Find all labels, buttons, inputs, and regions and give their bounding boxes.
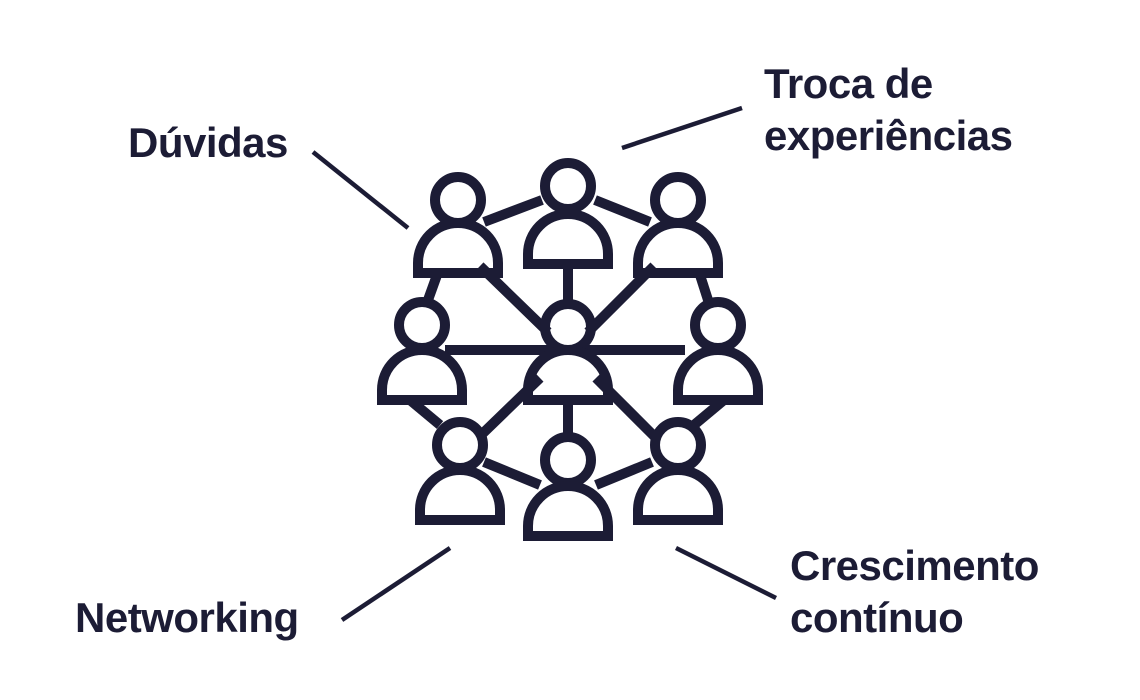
- connector-duvidas: [311, 150, 410, 230]
- person-bottom-right: [633, 417, 723, 525]
- link-topright-right: [695, 273, 713, 302]
- person-top-right: [633, 172, 723, 278]
- person-bottom-left: [415, 417, 505, 525]
- connector-lines: [311, 105, 778, 622]
- label-duvidas: Dúvidas: [128, 117, 288, 169]
- label-troca-line-2: experiências: [764, 112, 1013, 159]
- label-duvidas-line-1: Dúvidas: [128, 119, 288, 166]
- label-networking: Networking: [75, 592, 299, 644]
- connector-troca: [621, 105, 743, 151]
- person-left: [377, 297, 467, 405]
- person-top-left: [413, 172, 503, 278]
- connector-networking: [340, 546, 452, 622]
- person-bottom: [523, 432, 613, 541]
- link-bottomleft-bottom: [482, 457, 542, 490]
- link-top-topright: [593, 195, 652, 227]
- label-troca-line-1: Troca de: [764, 60, 933, 107]
- link-topleft-left: [423, 273, 442, 302]
- person-top: [523, 158, 613, 269]
- label-crescimento-continuo: Crescimento contínuo: [790, 540, 1039, 644]
- label-crescimento-line-1: Crescimento: [790, 542, 1039, 589]
- label-troca-de-experiencias: Troca de experiências: [764, 58, 1013, 162]
- people-network-icon: [377, 158, 763, 541]
- label-crescimento-line-2: contínuo: [790, 594, 964, 641]
- label-networking-line-1: Networking: [75, 594, 299, 641]
- network-links: [406, 195, 728, 490]
- link-topleft-top: [482, 195, 544, 227]
- person-right: [673, 297, 763, 405]
- person-center: [523, 299, 613, 405]
- connector-crescimento: [674, 545, 778, 601]
- link-bottom-bottomright: [594, 457, 654, 490]
